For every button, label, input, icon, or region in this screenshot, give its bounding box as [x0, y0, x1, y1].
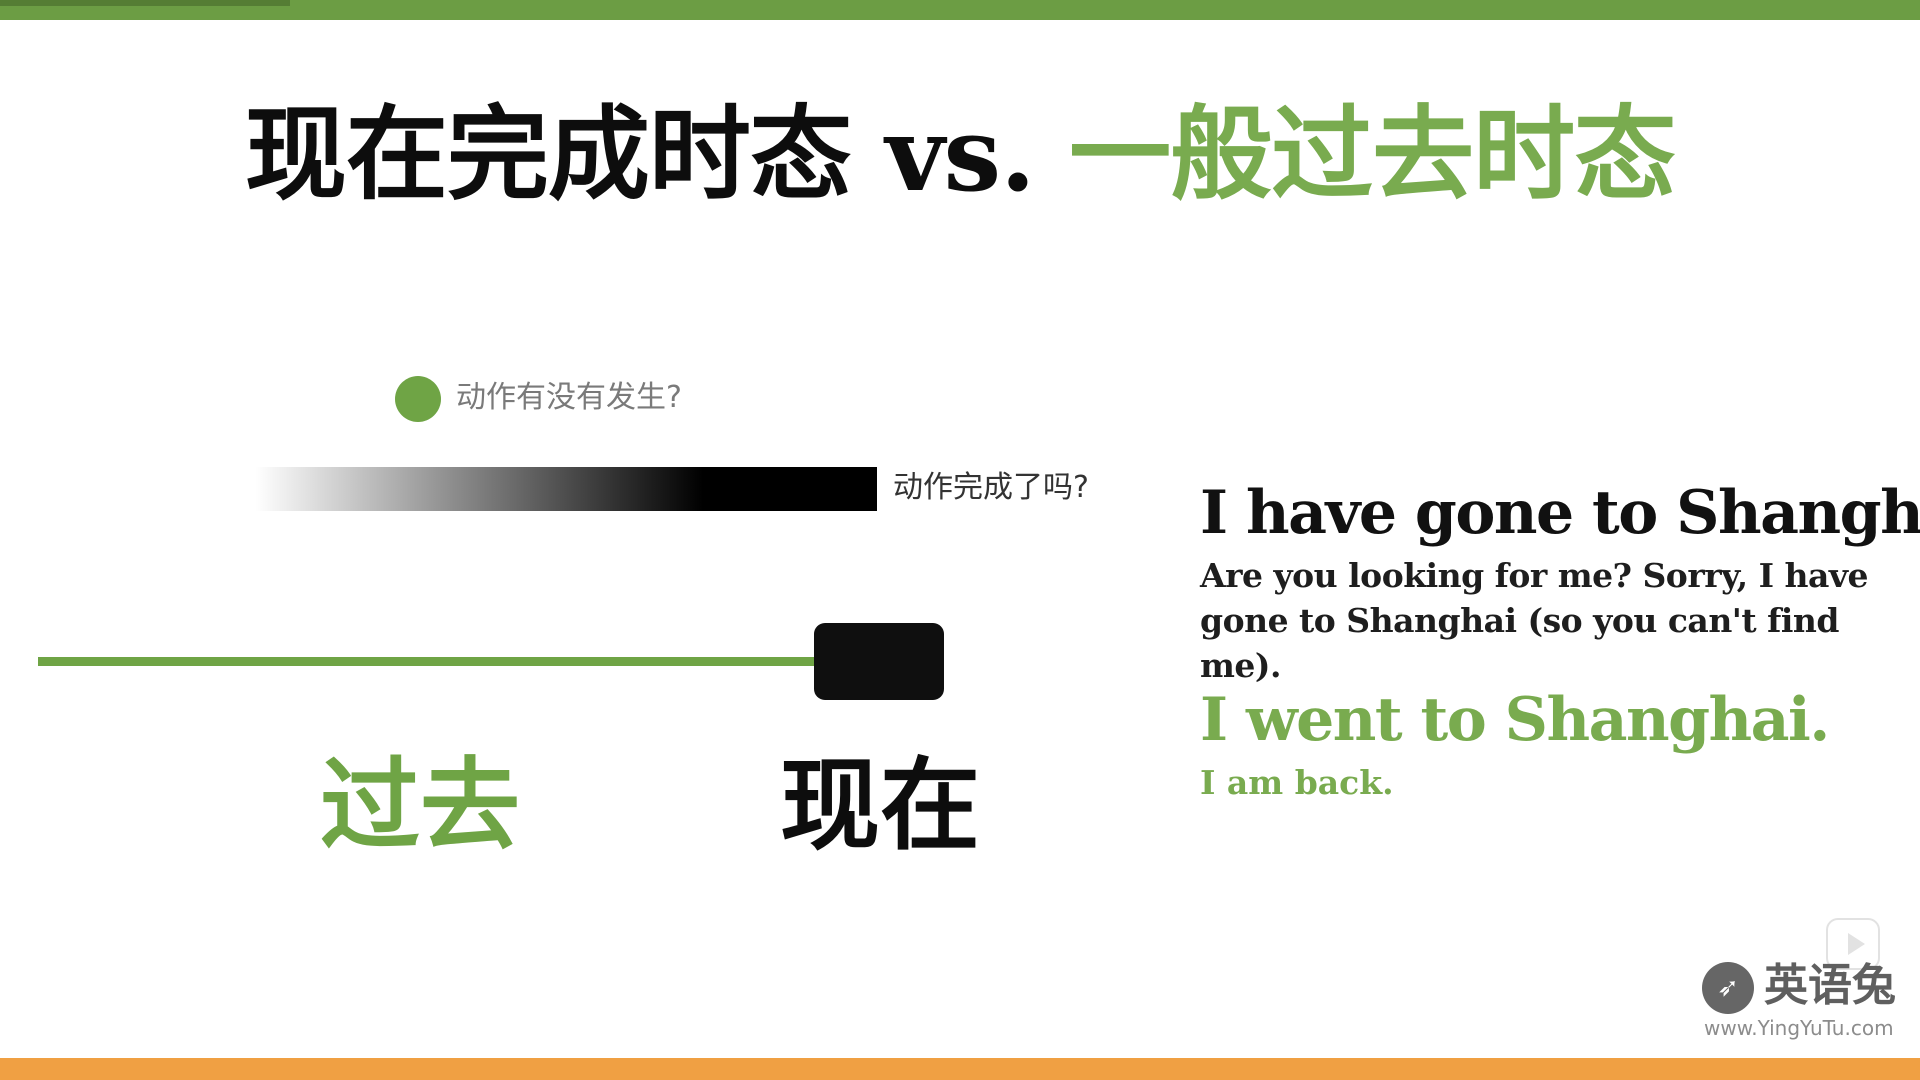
- past-simple-explanation: I am back.: [1200, 763, 1394, 802]
- bottom-accent-bar: [0, 1058, 1920, 1080]
- present-perfect-example: I have gone to Shanghai.: [1200, 478, 1920, 548]
- label-now: 现在: [780, 746, 980, 864]
- present-perfect-explanation: Are you looking for me? Sorry, I have go…: [1200, 556, 1869, 685]
- now-marker-block: [814, 623, 944, 700]
- top-bar-progress: [0, 0, 290, 6]
- completion-gradient-bar: [255, 467, 877, 511]
- rabbit-logo-icon: ➶: [1702, 962, 1754, 1014]
- question-occurred: 动作有没有发生?: [456, 380, 682, 415]
- title-past-simple: 一般过去时态: [1069, 95, 1676, 215]
- past-simple-example: I went to Shanghai.: [1200, 685, 1830, 755]
- play-icon[interactable]: [1826, 918, 1880, 970]
- title-present-perfect: 现在完成时态 vs.: [244, 95, 1070, 215]
- slide-title: 现在完成时态 vs. 一般过去时态: [0, 90, 1920, 220]
- green-dot-icon: [395, 376, 441, 422]
- label-past: 过去: [320, 746, 520, 864]
- question-completed: 动作完成了吗?: [893, 470, 1089, 505]
- watermark-name: 英语兔: [1764, 960, 1896, 1011]
- timeline-line: [38, 657, 818, 666]
- watermark-url: www.YingYuTu.com: [1704, 1016, 1894, 1040]
- top-accent-bar: [0, 0, 1920, 20]
